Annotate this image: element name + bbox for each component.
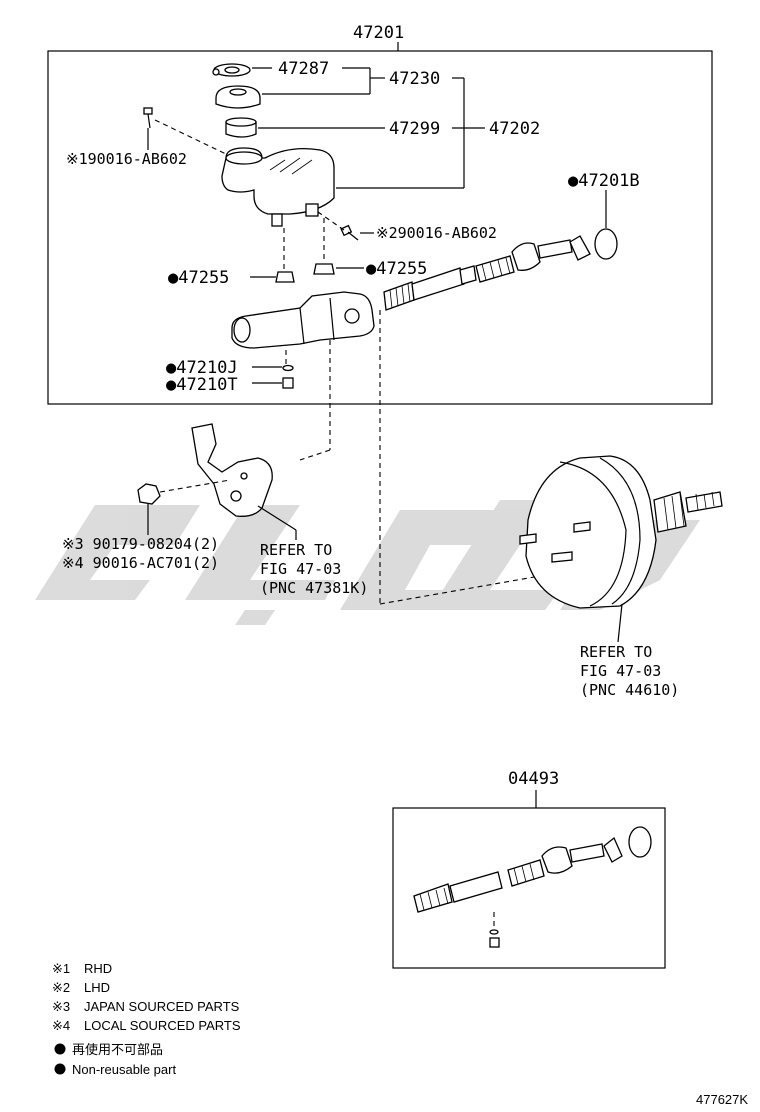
legend-mark-3: ※3: [52, 999, 70, 1014]
label-cap-assy: 47230: [389, 69, 440, 89]
non-reusable-dot-icon: [54, 1043, 66, 1055]
legend-text-1: RHD: [84, 961, 112, 976]
legend-text-2: LHD: [84, 980, 110, 995]
legend-mark-4: ※4: [52, 1018, 70, 1033]
refer-booster-line3: (PNC 44610): [580, 681, 679, 699]
refer-bracket-line3: (PNC 47381K): [260, 579, 368, 597]
filter-ring-part: [225, 117, 257, 138]
master-cylinder-body-part: [231, 291, 375, 349]
reservoir-cap-part: [215, 85, 261, 109]
legend-mark-1: ※1: [52, 961, 70, 976]
refer-booster-line2: FIG 47-03: [580, 662, 661, 680]
refer-bracket-line1: REFER TO: [260, 541, 332, 559]
plug-t-part: [282, 377, 294, 389]
non-reusable-dot-icon: [54, 1063, 66, 1075]
legend-text-6: Non-reusable part: [72, 1062, 176, 1077]
plug-j-part: [282, 364, 294, 372]
nut-part: [137, 483, 161, 505]
grommet-left-part: [275, 271, 295, 283]
refer-booster-line1: REFER TO: [580, 643, 652, 661]
screw-lhd-part: [340, 224, 359, 241]
label-plug-j: ●47210J: [166, 358, 238, 378]
seal-o-ring-part: [594, 228, 618, 260]
cap-gasket-part: [212, 63, 251, 77]
label-cap-gasket: 47287: [278, 59, 329, 79]
legend-mark-2: ※2: [52, 980, 70, 995]
label-plug-t: ●47210T: [166, 375, 238, 395]
grommet-right-part: [313, 263, 335, 275]
brake-booster-part: [519, 455, 723, 609]
label-grommet-ring: 47299: [389, 119, 440, 139]
legend-text-3: JAPAN SOURCED PARTS: [84, 999, 240, 1014]
legend-text-4: LOCAL SOURCED PARTS: [84, 1018, 241, 1033]
kit-parts: [413, 826, 652, 948]
part-number-labels: 47201 47287 47230 47299 47202 ※190016-AB…: [62, 23, 748, 1107]
label-reservoir: 47202: [489, 119, 540, 139]
legend-text-5: 再使用不可部品: [72, 1042, 163, 1057]
reservoir-tank-part: [221, 147, 335, 227]
label-kit: 04493: [508, 769, 559, 789]
refer-bracket-line2: FIG 47-03: [260, 560, 341, 578]
label-bolt-japan: ※3 90179-08204(2): [62, 535, 219, 553]
label-grommet-right: ●47255: [366, 259, 427, 279]
label-screw-lhd: ※290016-AB602: [376, 224, 497, 242]
label-bolt-local: ※4 90016-AC701(2): [62, 554, 219, 572]
legend: ※1 RHD ※2 LHD ※3 JAPAN SOURCED PARTS ※4 …: [52, 961, 241, 1077]
bracket-part: [191, 423, 273, 517]
kit-box: [392, 807, 666, 969]
piston-assembly-part: [383, 235, 591, 311]
label-grommet-left: ●47255: [168, 268, 229, 288]
screw-rhd-part: [143, 107, 153, 129]
figure-id: 477627K: [696, 1092, 748, 1107]
label-seal-kit: ●47201B: [568, 171, 640, 191]
label-assembly: 47201: [353, 23, 404, 43]
label-screw-rhd: ※190016-AB602: [66, 150, 187, 168]
